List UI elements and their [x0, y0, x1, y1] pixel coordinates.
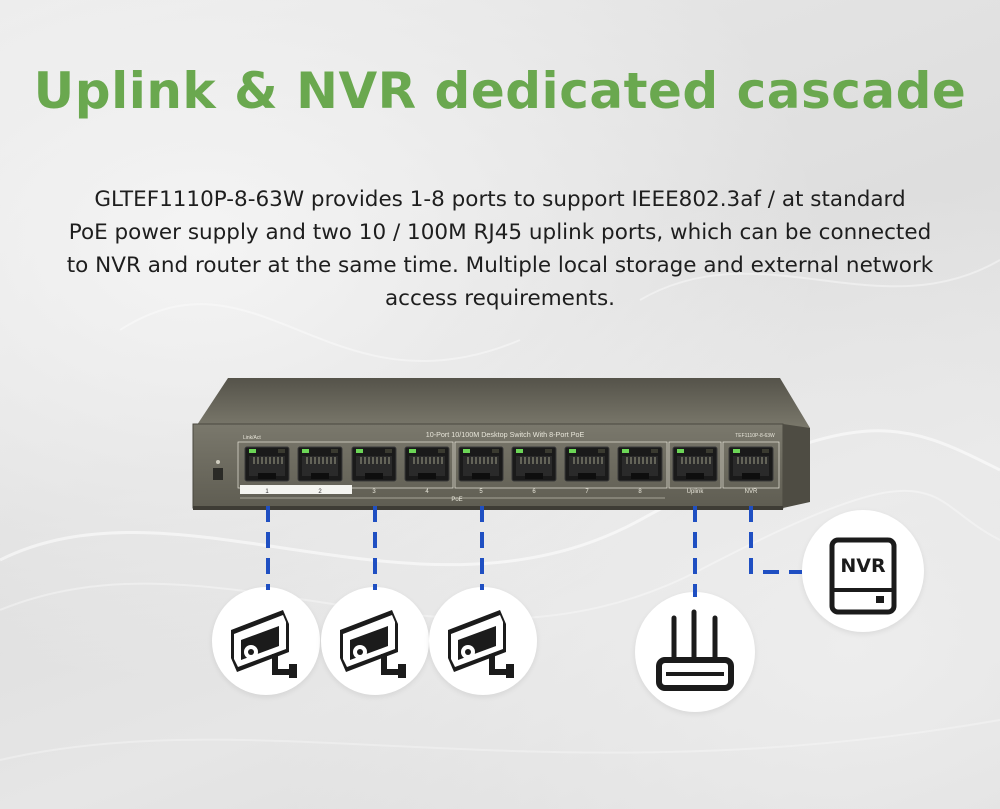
- uplink-port: [672, 446, 718, 482]
- poe-port-1: [244, 446, 290, 482]
- connection-line-nvr: [749, 506, 802, 574]
- port-label: 2: [318, 489, 322, 495]
- uplink-port-frame: [668, 441, 722, 489]
- camera-icon: [231, 610, 297, 678]
- connection-lines: [266, 506, 802, 597]
- switch-header-label: 10-Port 10/100M Desktop Switch With 8-Po…: [426, 430, 585, 439]
- poe-port-2: [297, 446, 343, 482]
- port-label: 4: [425, 489, 429, 495]
- port-label: 7: [585, 489, 589, 495]
- switch-side: [783, 424, 810, 508]
- nvr-port-label: NVR: [745, 489, 758, 495]
- poe-port-5: [458, 446, 504, 482]
- port-label: 6: [532, 489, 536, 495]
- port-label-strip: [240, 485, 352, 494]
- description: GLTEF1110P-8-63W provides 1-8 ports to s…: [30, 183, 970, 315]
- poe-port-3: [351, 446, 397, 482]
- nvr-icon: NVR: [829, 537, 897, 615]
- poe-group-label: PoE: [451, 497, 462, 503]
- poe-switch: 10-Port 10/100M Desktop Switch With 8-Po…: [192, 378, 810, 510]
- uplink-port-label: Uplink: [687, 489, 705, 495]
- poe-port-4: [404, 446, 450, 482]
- camera-icon: [448, 610, 514, 678]
- poe-port-7: [564, 446, 610, 482]
- link-act-label: Link/Act: [243, 435, 261, 441]
- description-line: access requirements.: [385, 286, 615, 311]
- reset-button: [213, 468, 223, 480]
- port-label: 8: [638, 489, 642, 495]
- page-title: Uplink & NVR dedicated cascade: [33, 62, 967, 120]
- nvr-icon-label: NVR: [840, 555, 886, 577]
- port-label: 1: [265, 489, 269, 495]
- description-line: GLTEF1110P-8-63W provides 1-8 ports to s…: [94, 187, 906, 212]
- nvr-port: [728, 446, 774, 482]
- description-line: to NVR and router at the same time. Mult…: [66, 253, 934, 278]
- port-group-frame: [454, 441, 668, 489]
- camera-icon: [340, 610, 406, 678]
- port-label: 5: [479, 489, 483, 495]
- poe-port-8: [617, 446, 663, 482]
- port-label: 3: [372, 489, 376, 495]
- switch-model-label: TEF1110P-8-63W: [735, 433, 775, 439]
- poe-port-6: [511, 446, 557, 482]
- router-icon: [656, 609, 734, 691]
- description-line: PoE power supply and two 10 / 100M RJ45 …: [68, 220, 932, 245]
- switch-top: [195, 378, 810, 428]
- nvr-port-frame: [722, 441, 780, 489]
